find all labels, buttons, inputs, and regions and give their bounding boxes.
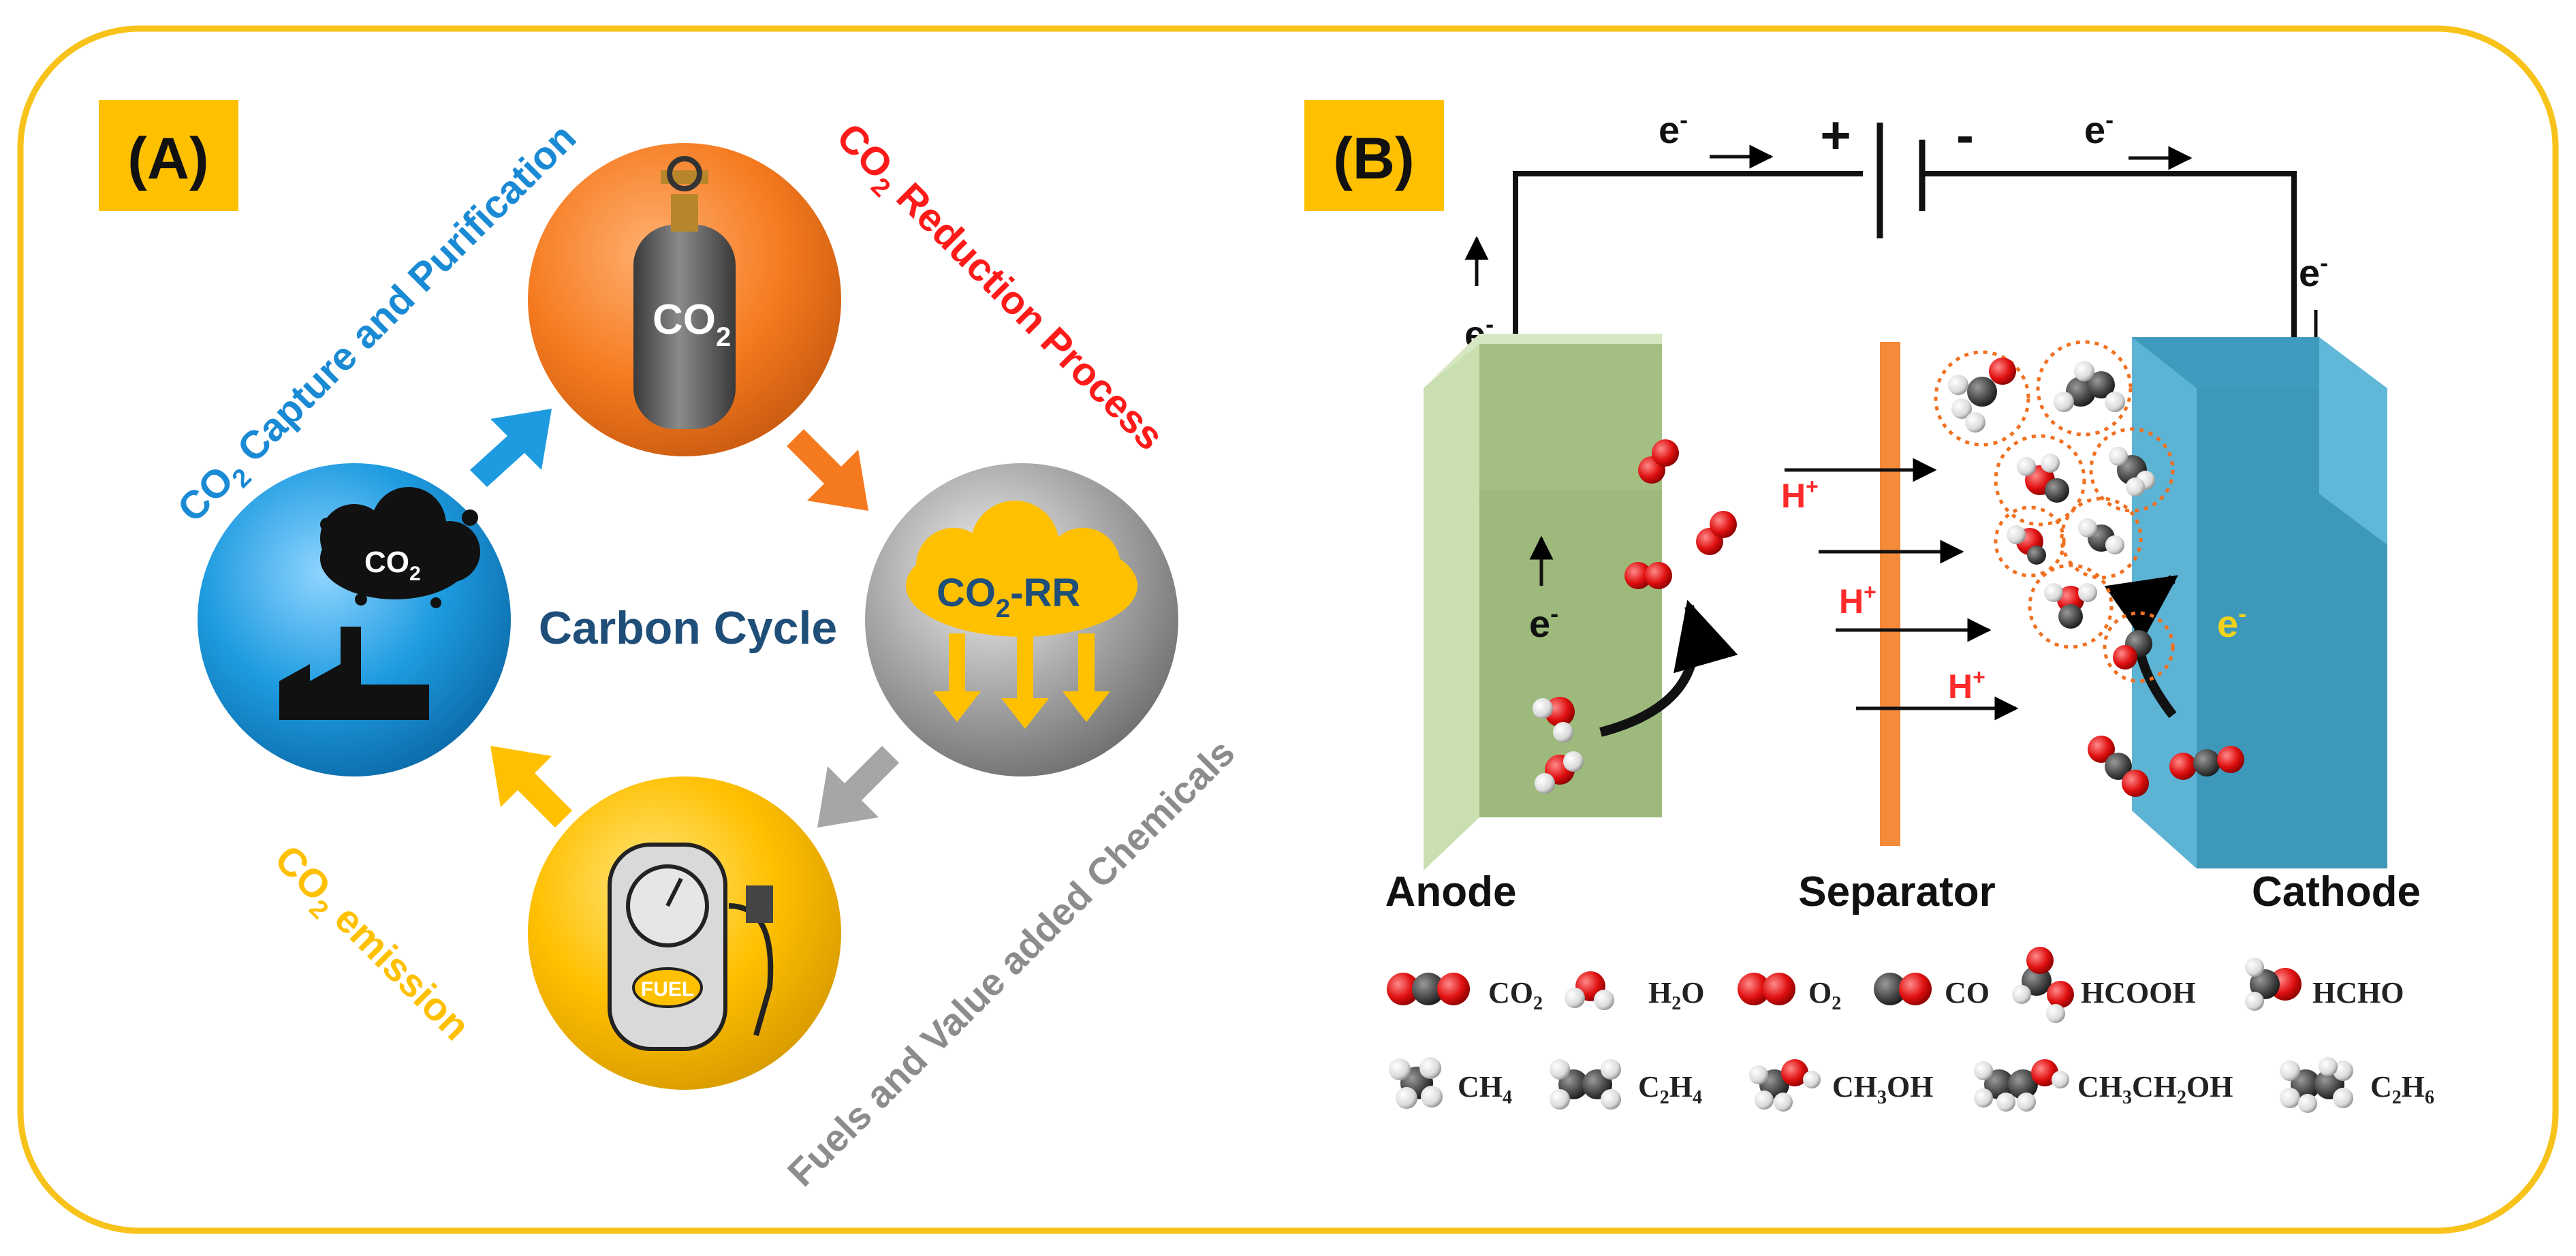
panel-b-badge: (B): [1333, 126, 1414, 191]
legend-hcho: HCHO: [2245, 958, 2404, 1011]
arrow-capture-icon: [470, 409, 552, 487]
factory-icon: [279, 627, 429, 720]
cylinder-co2-sub: 2: [716, 322, 731, 352]
anode-curved-arrow: [1599, 599, 1738, 737]
legend-ch3ch2oh: CH3CH2OH: [1974, 1059, 2233, 1112]
cloud-co2-text: CO: [364, 546, 409, 579]
svg-text:H+: H+: [1781, 474, 1819, 515]
electron-anode: e-: [1529, 535, 1558, 645]
legend-c2h6: C2H6: [2280, 1057, 2434, 1113]
battery-minus: -: [1956, 105, 1974, 165]
anode-label: Anode: [1385, 868, 1517, 915]
svg-text:CO: CO: [1945, 976, 1990, 1009]
panel-b: (B) + - e- e- e- e-: [1304, 100, 2434, 1113]
svg-text:e-: e-: [2084, 106, 2114, 151]
circuit-wire-left: [1513, 171, 1863, 409]
legend-ch3oh: CH3OH: [1749, 1059, 1933, 1112]
electron-top-right: e-: [2084, 106, 2193, 170]
panel-a-badge-box: [99, 100, 238, 211]
svg-text:O2: O2: [1808, 976, 1841, 1014]
factory-circle: CO2: [198, 463, 511, 776]
svg-text:CO2-RR: CO2-RR: [937, 571, 1080, 623]
separator-membrane: [1880, 342, 1900, 846]
electron-cathode: e-: [2217, 599, 2246, 645]
svg-text:CO2: CO2: [364, 546, 421, 585]
svg-text:CH4: CH4: [1458, 1070, 1512, 1108]
rr-co2-text: CO: [937, 571, 996, 615]
svg-text:e-: e-: [1659, 106, 1688, 151]
fuel-pump-circle: FUEL: [528, 776, 841, 1090]
legend-co: CO: [1874, 973, 1990, 1009]
circuit-wire-right: [1922, 171, 2297, 351]
legend-co2: CO2: [1387, 973, 1543, 1014]
proton-flux: H+ H+ H+: [1781, 458, 2019, 721]
svg-text:C2H4: C2H4: [1638, 1070, 1702, 1108]
legend-c2h4: C2H4: [1550, 1059, 1702, 1110]
svg-text:HCOOH: HCOOH: [2081, 976, 2196, 1009]
cathode-label: Cathode: [2252, 868, 2421, 915]
legend-o2: O2: [1738, 973, 1841, 1014]
panel-a-badge: (A): [127, 126, 208, 191]
battery-plus: +: [1820, 105, 1851, 165]
rr-suffix: -RR: [1010, 571, 1080, 615]
gas-cylinder-icon: [633, 225, 736, 429]
panel-b-badge-box: [1304, 100, 1444, 211]
svg-text:HCHO: HCHO: [2312, 976, 2404, 1009]
svg-text:CO2: CO2: [1488, 976, 1543, 1014]
rr-co2-sub: 2: [996, 595, 1010, 623]
svg-text:CH3CH2OH: CH3CH2OH: [2077, 1070, 2233, 1108]
arrow-fuels-icon: [817, 746, 899, 828]
fuel-sign: FUEL: [641, 978, 694, 1001]
svg-text:CO2: CO2: [653, 296, 731, 352]
svg-text:H+: H+: [1839, 580, 1876, 621]
anode-electrode: [1424, 334, 1662, 870]
legend-ch4: CH4: [1389, 1057, 1512, 1109]
legend: CO2 H2O O2 CO HCOOH HCHO: [1387, 947, 2434, 1113]
legend-hcooh: HCOOH: [2012, 947, 2196, 1023]
legend-h2o: H2O: [1565, 971, 1704, 1014]
co2-cylinder-circle: CO2: [528, 143, 841, 456]
down-arrows-icon: [933, 633, 1110, 729]
anode-molecules: [1533, 439, 1737, 794]
svg-text:CH3OH: CH3OH: [1832, 1070, 1933, 1108]
co2-rr-circle: CO2-RR: [865, 463, 1178, 776]
fuel-pump-icon: [608, 843, 774, 1051]
cloud-icon: [320, 487, 480, 608]
svg-text:C2H6: C2H6: [2370, 1070, 2434, 1108]
svg-text:H+: H+: [1948, 665, 1985, 706]
center-label: Carbon Cycle: [539, 602, 837, 654]
cathode-products: [1934, 340, 2244, 797]
separator-label: Separator: [1798, 868, 1995, 915]
arrow-emission-icon: [490, 746, 572, 828]
arrow-reduction-icon: [787, 429, 868, 511]
svg-text:e-: e-: [2299, 249, 2328, 294]
svg-text:H2O: H2O: [1648, 976, 1704, 1014]
cloud-co2-sub: 2: [409, 563, 421, 585]
cylinder-co2-text: CO: [653, 296, 716, 343]
svg-text:e-: e-: [1529, 599, 1558, 645]
electron-top-left: e-: [1659, 106, 1774, 169]
cathode-electrode: [2132, 337, 2387, 868]
